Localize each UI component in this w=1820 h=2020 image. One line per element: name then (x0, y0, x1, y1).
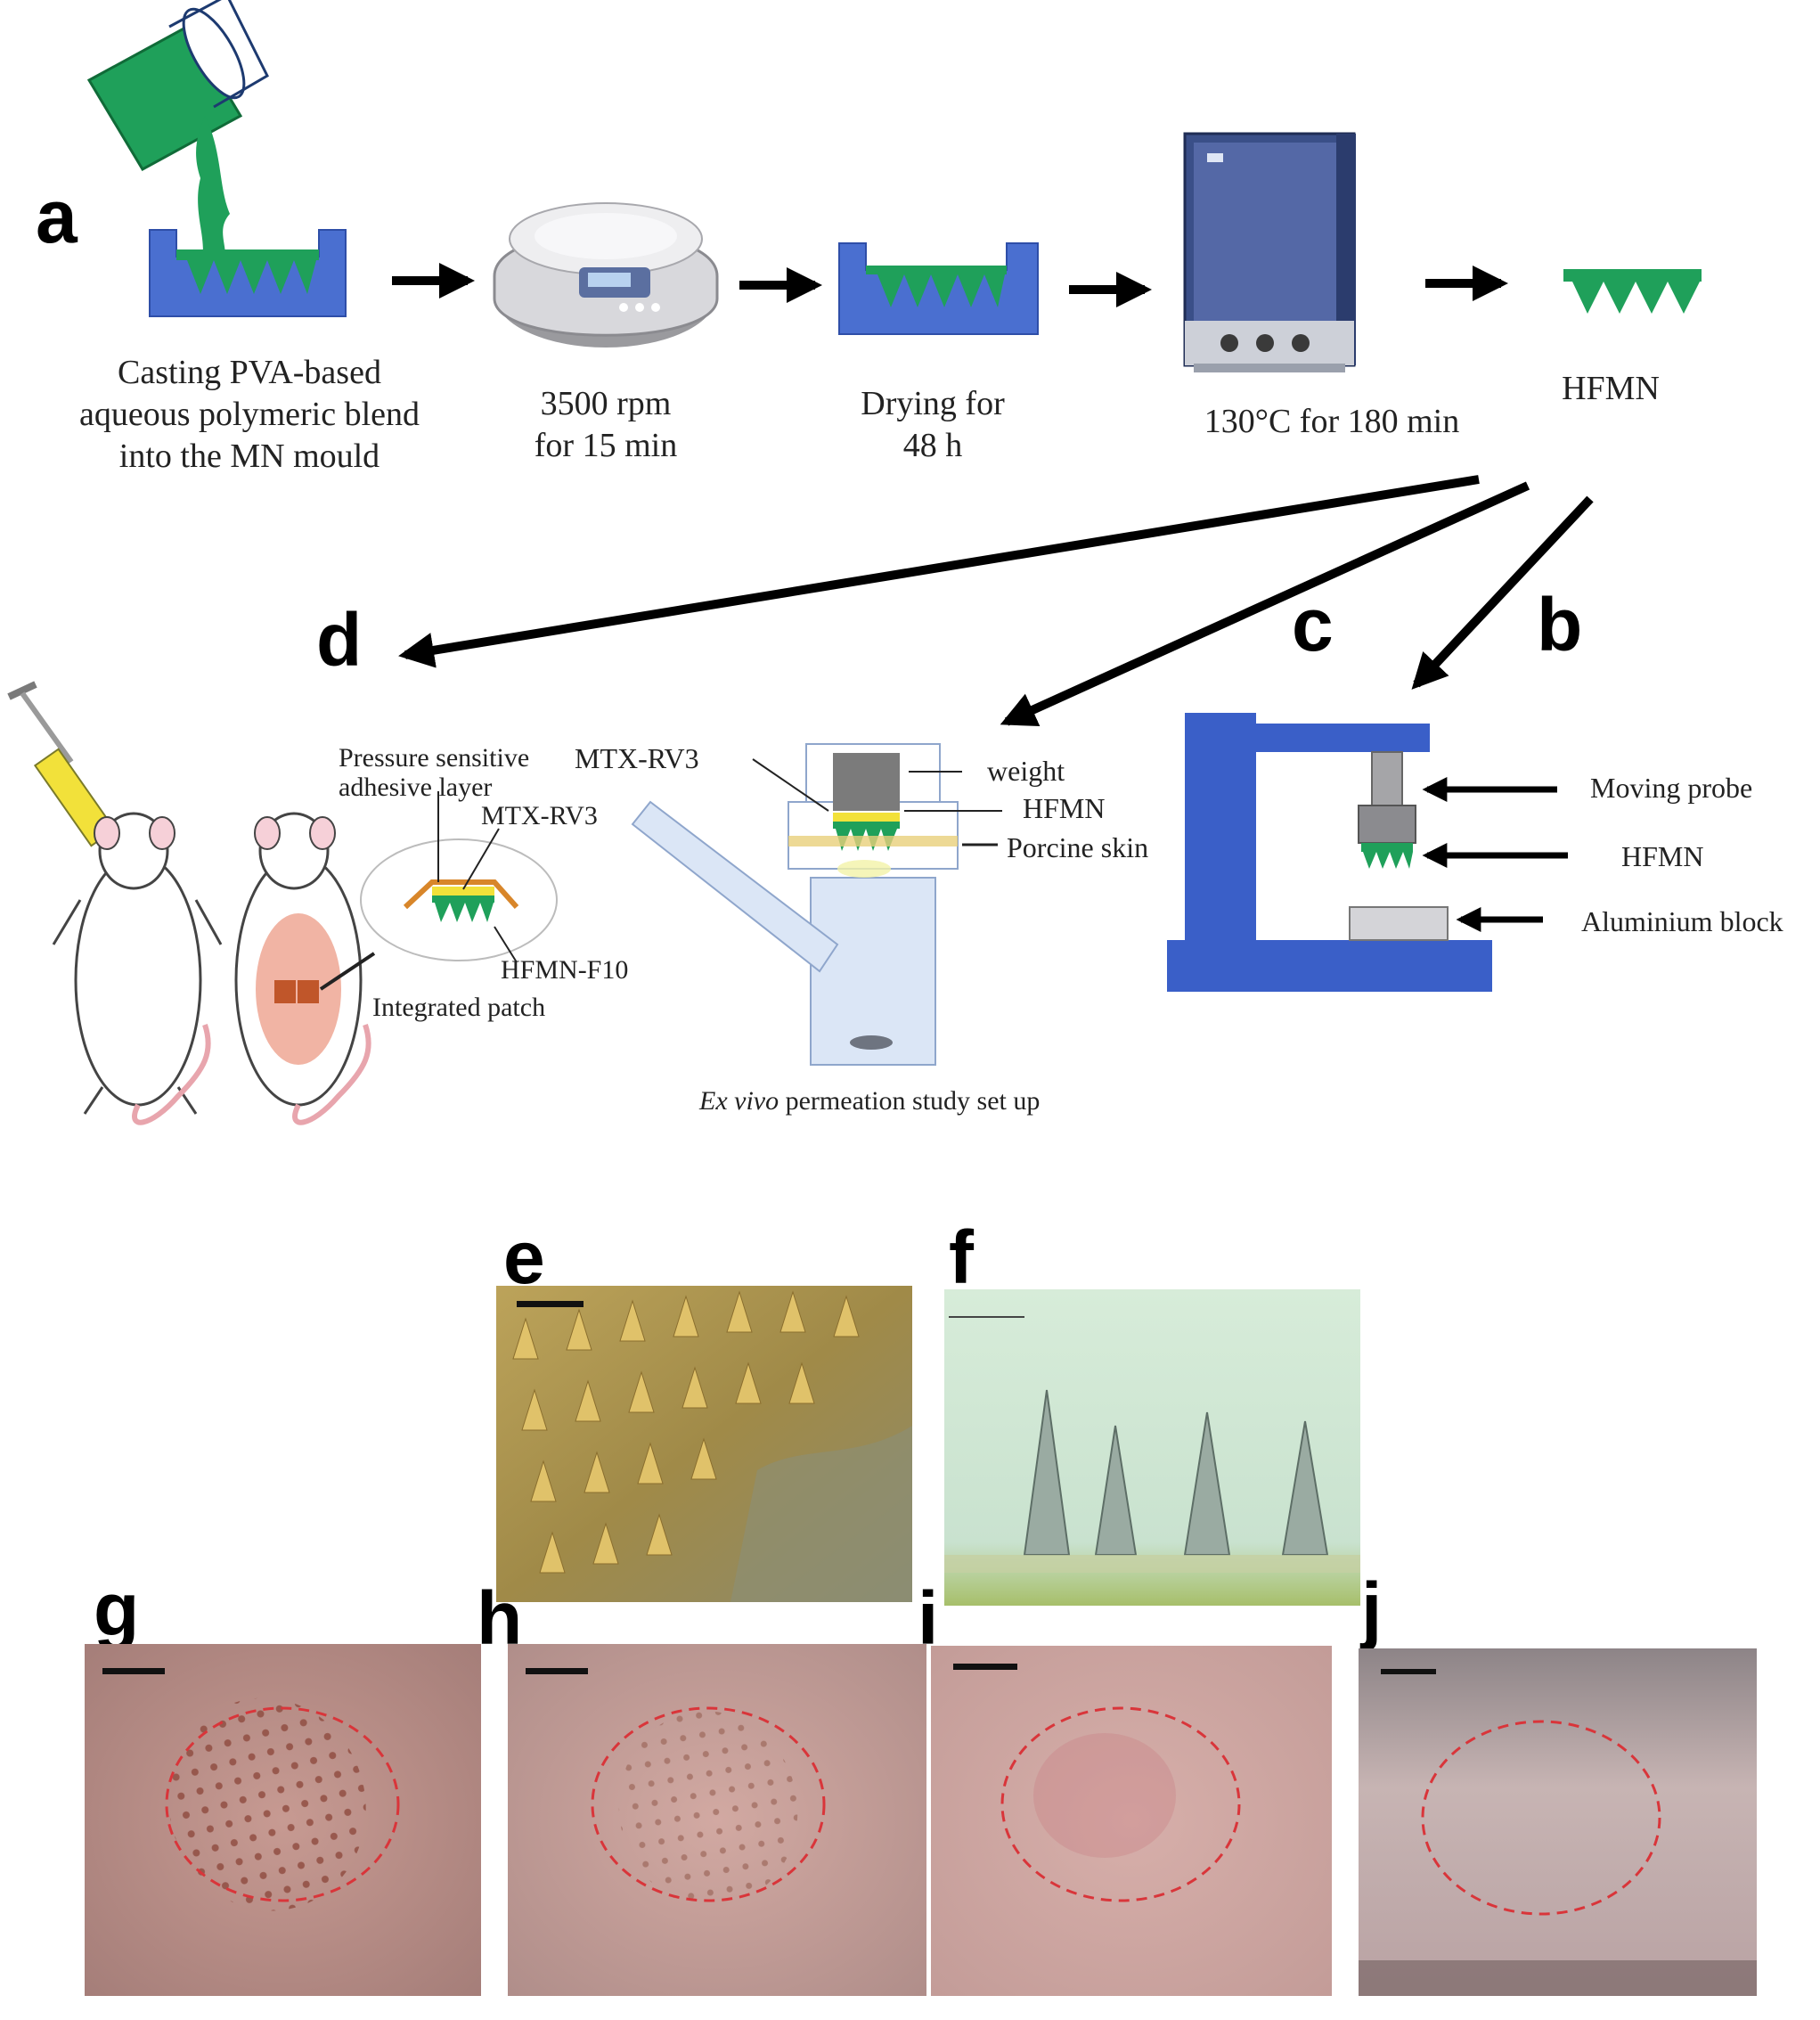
label-hfmn-b: HFMN (1621, 840, 1703, 872)
caption-oven: 130°C for 180 min (1204, 403, 1459, 440)
leader-mtx-d (462, 828, 500, 890)
centrifuge-icon (493, 202, 719, 348)
integrated-patch-icon (403, 879, 519, 922)
arrow-to-c (1000, 481, 1530, 727)
label-weight: weight (987, 755, 1065, 787)
label-hfmn-f10: HFMN-F10 (501, 955, 628, 985)
panel-letter-d: d (316, 598, 362, 682)
label-moving-probe: Moving probe (1590, 772, 1752, 804)
caption-casting-line3: into the MN mould (119, 438, 380, 475)
caption-drying-line2: 48 h (903, 427, 963, 464)
label-psa-line1: Pressure sensitive (339, 743, 529, 773)
caption-ex-vivo: Ex vivo permeation study set up (698, 1086, 1040, 1116)
panel-letter-a: a (36, 175, 78, 258)
micrograph-e (496, 1286, 912, 1602)
skin-photo-i (931, 1646, 1332, 1996)
label-aluminium-block: Aluminium block (1581, 905, 1783, 937)
hfmn-array-icon (1563, 269, 1702, 314)
caption-centrifuge-line1: 3500 rpm (541, 385, 672, 422)
texture-analyser-icon (1167, 713, 1492, 992)
leader-mtx-c (752, 758, 829, 812)
micrograph-f (944, 1289, 1360, 1606)
label-mtx-d: MTX-RV3 (481, 801, 598, 830)
franz-cell-icon (631, 743, 959, 1066)
label-hfmn-c: HFMN (1023, 792, 1105, 824)
panel-letter-i: i (918, 1576, 938, 1660)
panel-letter-f: f (949, 1215, 975, 1299)
caption-casting-line2: aqueous polymeric blend (79, 396, 420, 433)
leader-hfmn-f10 (494, 926, 518, 963)
pouring-beaker-icon (86, 0, 269, 267)
arrow-to-b (1411, 495, 1594, 690)
panel-letter-c: c (1292, 583, 1334, 667)
label-psa-line2: adhesive layer (339, 773, 492, 802)
caption-drying-line1: Drying for (861, 385, 1005, 422)
caption-centrifuge-line2: for 15 min (535, 427, 677, 464)
mn-mould-with-blend (149, 229, 347, 317)
panel-letter-j: j (1359, 1567, 1382, 1651)
skin-photo-g (85, 1644, 481, 1996)
patch-inset-outline (360, 838, 558, 961)
caption-hfmn: HFMN (1562, 370, 1660, 407)
label-porcine-skin: Porcine skin (1007, 831, 1148, 863)
mouse-icon-1 (52, 812, 223, 1125)
panel-letter-g: g (94, 1567, 139, 1651)
label-mtx-c: MTX-RV3 (575, 742, 699, 774)
skin-photo-j (1359, 1648, 1757, 1996)
caption-ex-vivo-rest: permeation study set up (779, 1086, 1040, 1116)
oven-icon (1183, 132, 1356, 372)
arrow-to-d (398, 475, 1480, 668)
caption-ex-vivo-italic: Ex vivo (698, 1086, 779, 1116)
caption-casting-line1: Casting PVA-based (118, 354, 381, 391)
mouse-icon-2 (234, 812, 376, 1125)
panel-letter-b: b (1537, 583, 1582, 667)
label-integrated-patch: Integrated patch (372, 993, 545, 1022)
mn-mould-drying (838, 242, 1039, 335)
skin-photo-h (508, 1644, 926, 1996)
panel-letter-e: e (503, 1215, 545, 1299)
